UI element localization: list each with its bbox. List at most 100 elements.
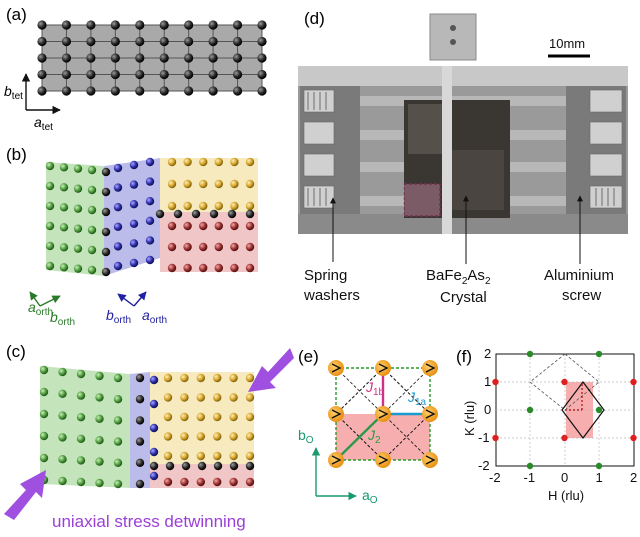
- atom-red: [199, 221, 208, 231]
- atom-grey: [184, 36, 194, 47]
- atom-blue: [129, 200, 139, 209]
- atom-grey: [208, 86, 218, 96]
- scale-bar-label: 10mm: [549, 36, 585, 51]
- atom-gold: [229, 432, 238, 441]
- atom-green: [58, 455, 67, 464]
- atom-blue: [145, 236, 155, 245]
- x-tick-label: -2: [489, 470, 501, 485]
- atom-grey: [257, 86, 267, 96]
- panel-b-label: (b): [6, 145, 27, 164]
- atom-green: [76, 369, 86, 379]
- atom-blue: [145, 197, 155, 206]
- atom-grey: [159, 69, 169, 80]
- atom-gold: [213, 412, 222, 422]
- j2-bond: [335, 413, 384, 461]
- atom-green: [95, 436, 104, 445]
- atom-green: [76, 413, 86, 422]
- atom-grey: [184, 53, 194, 63]
- atom-gold: [230, 201, 239, 211]
- atom-grey: [86, 20, 96, 30]
- atom-green: [58, 389, 67, 398]
- atom-green: [73, 244, 83, 253]
- atom-grey: [110, 20, 120, 30]
- spin-arrow: [378, 409, 389, 419]
- atom-gold: [245, 373, 255, 383]
- atom-grey: [184, 20, 194, 30]
- atom-gold: [199, 201, 208, 211]
- atom-gold: [199, 157, 208, 167]
- atom-red: [214, 221, 223, 231]
- atom-grey: [86, 36, 96, 47]
- atom-gold: [163, 412, 173, 422]
- spin-site: [422, 406, 438, 422]
- atom-red: [214, 263, 223, 273]
- spin-site: [422, 360, 438, 376]
- atom-black: [197, 461, 207, 471]
- magnetic-peak-green: [526, 350, 534, 358]
- atom-grey: [232, 20, 243, 30]
- spin-arrow: [378, 363, 389, 373]
- atom-blue: [149, 471, 159, 481]
- atom-green: [59, 263, 69, 272]
- atom-blue: [113, 203, 123, 212]
- j1a-label: J1a: [407, 389, 427, 408]
- atom-red: [245, 242, 255, 252]
- atom-gold: [245, 393, 255, 402]
- j2-label: J2: [367, 427, 381, 446]
- atom-gold: [163, 432, 173, 441]
- panel-c-lattice: [39, 365, 255, 489]
- spin-arrow: [425, 409, 436, 419]
- atom-grey: [37, 69, 47, 80]
- atom-black: [101, 187, 111, 197]
- panel-b-green-a-label: aorth: [28, 299, 53, 318]
- atom-green: [113, 395, 123, 404]
- atom-grey: [37, 20, 47, 30]
- atom-grey: [232, 36, 243, 47]
- atom-gold: [183, 179, 192, 189]
- atom-gold: [196, 412, 205, 422]
- atom-gold: [183, 157, 192, 167]
- atom-green: [39, 387, 49, 397]
- atom-black: [173, 209, 183, 219]
- atom-black: [155, 209, 165, 219]
- atom-green: [39, 365, 49, 375]
- atom-gold: [180, 451, 189, 461]
- magnetic-peak-red: [492, 378, 499, 386]
- atom-green: [45, 221, 55, 231]
- atom-gold: [229, 412, 238, 422]
- atom-grey: [37, 36, 47, 47]
- magnetic-peak-red: [630, 378, 637, 386]
- atom-grey: [61, 36, 72, 47]
- atom-green: [58, 476, 67, 486]
- atom-grey: [86, 53, 96, 63]
- atom-blue: [129, 239, 139, 248]
- atom-black: [135, 395, 145, 404]
- panel-b-green-b-label: borth: [50, 309, 75, 328]
- atom-grey: [61, 69, 72, 80]
- atom-grey: [159, 36, 169, 47]
- atom-red: [183, 221, 192, 231]
- atom-green: [59, 163, 69, 172]
- panel-c-green-domain: [40, 366, 130, 488]
- atom-red: [163, 477, 173, 487]
- atom-red: [167, 242, 177, 252]
- atom-red: [196, 477, 205, 487]
- atom-blue: [113, 261, 123, 271]
- atom-gold: [196, 373, 205, 383]
- atom-green: [39, 453, 49, 463]
- atom-green: [87, 185, 97, 195]
- magnetic-peak-green: [526, 462, 534, 470]
- atom-red: [180, 477, 189, 487]
- atom-blue: [129, 160, 139, 170]
- atom-grey: [232, 69, 243, 80]
- atom-green: [45, 261, 55, 271]
- atom-black: [135, 479, 145, 489]
- magnetic-peak-red: [630, 434, 637, 442]
- atom-green: [87, 205, 97, 215]
- atom-green: [95, 371, 104, 381]
- spin-arrow: [425, 363, 436, 373]
- atom-black: [135, 373, 145, 383]
- atom-grey: [257, 69, 267, 80]
- atom-grey: [110, 69, 120, 80]
- y-tick-label: -2: [478, 458, 490, 473]
